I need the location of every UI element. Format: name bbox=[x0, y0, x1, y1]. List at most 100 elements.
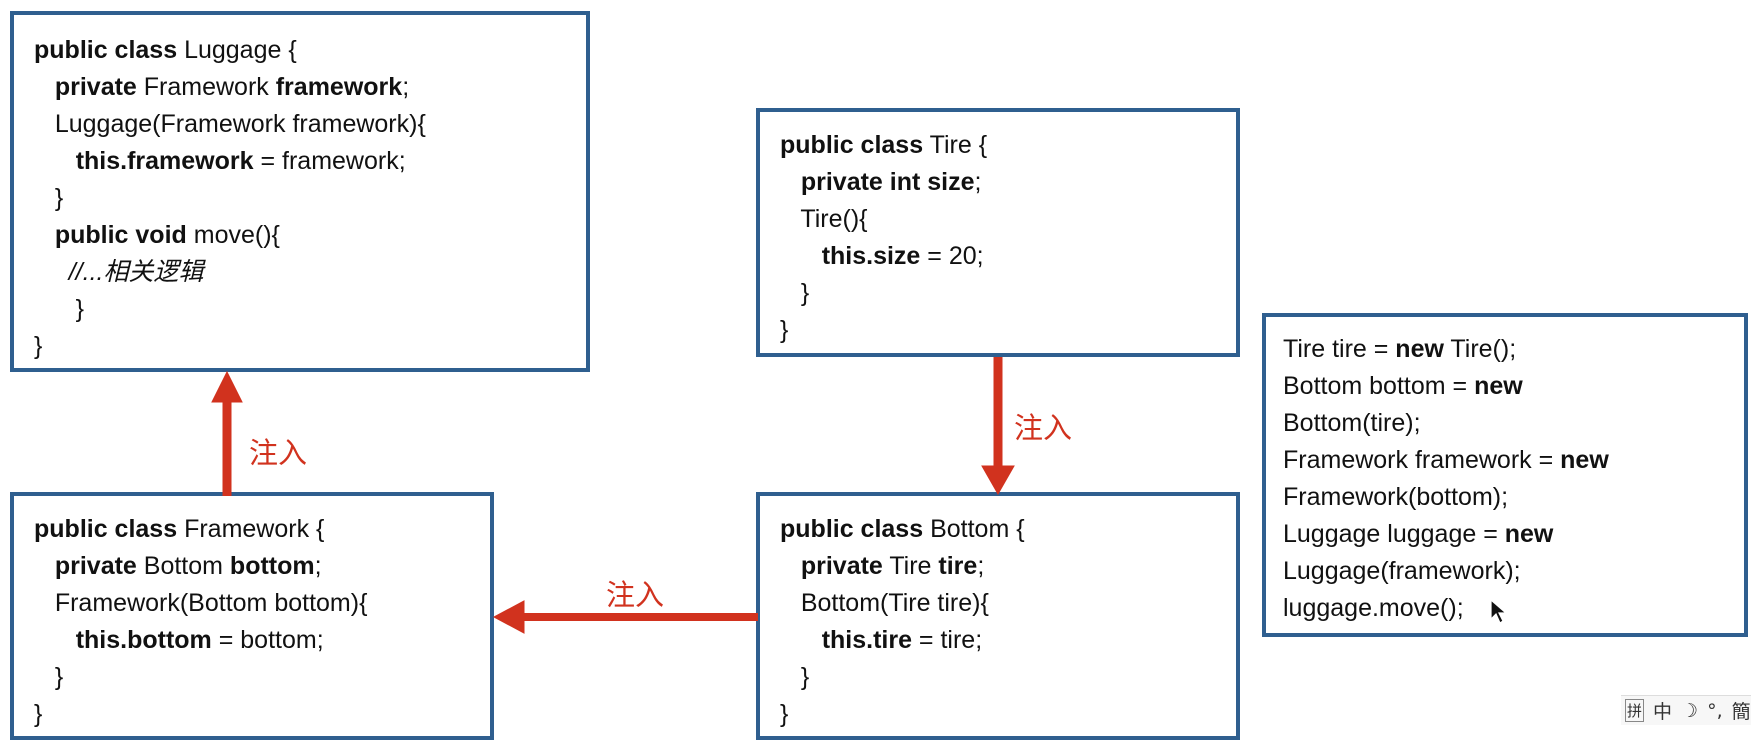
code-keyword: this.size bbox=[821, 242, 921, 270]
ime-moon-icon[interactable]: ☽ bbox=[1681, 699, 1699, 722]
code-text: = framework; bbox=[253, 147, 406, 175]
code-text: Bottom bbox=[136, 552, 230, 580]
main-code: Tire tire = new Tire();Bottom bottom = n… bbox=[1283, 331, 1609, 627]
code-keyword: new bbox=[1504, 520, 1554, 548]
code-text: Framework(Bottom bottom){ bbox=[34, 589, 368, 617]
code-keyword: this.bottom bbox=[75, 626, 212, 654]
code-text: Luggage(framework); bbox=[1283, 557, 1521, 585]
code-keyword: this.tire bbox=[821, 626, 912, 654]
code-line: } bbox=[34, 180, 426, 217]
code-text: Bottom(tire); bbox=[1283, 409, 1421, 437]
code-text: } bbox=[34, 700, 43, 728]
code-text: Bottom { bbox=[923, 515, 1025, 543]
code-keyword: public class bbox=[780, 131, 924, 159]
code-line: this.size = 20; bbox=[780, 238, 987, 275]
bottom-class-code: public class Bottom { private Tire tire;… bbox=[780, 511, 1025, 733]
code-keyword: this.framework bbox=[75, 147, 254, 175]
code-text: Bottom bottom = bbox=[1283, 372, 1475, 400]
code-line: Tire(){ bbox=[780, 201, 987, 238]
code-text: Luggage(Framework framework){ bbox=[34, 110, 426, 138]
code-line: private Tire tire; bbox=[780, 548, 1025, 585]
code-keyword: new bbox=[1395, 335, 1444, 363]
code-line: luggage.move(); bbox=[1283, 590, 1609, 627]
code-line: Framework(bottom); bbox=[1283, 479, 1609, 516]
code-line: Luggage(Framework framework){ bbox=[34, 106, 426, 143]
code-text: } bbox=[34, 332, 43, 360]
arrow-bottom-to-framework-head bbox=[492, 600, 525, 634]
arrow-tire-to-bottom-head bbox=[981, 465, 1015, 496]
code-text: move(){ bbox=[186, 221, 280, 249]
ime-punctuation-icon[interactable]: °, bbox=[1707, 699, 1723, 722]
ime-traditional-icon[interactable]: 簡 bbox=[1731, 701, 1751, 723]
code-comment: //...相关逻辑 bbox=[34, 258, 204, 286]
code-keyword: new bbox=[1560, 446, 1609, 474]
code-line: //...相关逻辑 bbox=[34, 254, 426, 291]
tire-class-code: public class Tire { private int size; Ti… bbox=[780, 127, 987, 349]
code-line: public void move(){ bbox=[34, 217, 426, 254]
bottom-class-box: public class Bottom { private Tire tire;… bbox=[756, 492, 1240, 740]
code-keyword: public class bbox=[780, 515, 924, 543]
code-line: Bottom(Tire tire){ bbox=[780, 585, 1025, 622]
main-code-box: Tire tire = new Tire();Bottom bottom = n… bbox=[1262, 313, 1748, 637]
code-text: } bbox=[780, 316, 789, 344]
code-line: public class Luggage { bbox=[34, 32, 426, 69]
code-keyword: public class bbox=[34, 515, 178, 543]
framework-class-code: public class Framework { private Bottom … bbox=[34, 511, 367, 733]
code-line: Luggage luggage = new bbox=[1283, 516, 1609, 553]
code-keyword: framework bbox=[275, 73, 403, 101]
code-text: Tire(){ bbox=[780, 205, 868, 233]
code-keyword: private bbox=[54, 73, 137, 101]
code-keyword: private bbox=[800, 552, 883, 580]
code-line: Tire tire = new Tire(); bbox=[1283, 331, 1609, 368]
inject-label-down: 注入 bbox=[1014, 411, 1073, 445]
code-line: } bbox=[780, 696, 1025, 733]
code-line: this.bottom = bottom; bbox=[34, 622, 367, 659]
code-text: ; bbox=[974, 168, 982, 196]
code-line: } bbox=[34, 696, 367, 733]
code-line: public class Framework { bbox=[34, 511, 367, 548]
ime-pinyin-icon[interactable]: 拼 bbox=[1625, 699, 1645, 722]
framework-class-box: public class Framework { private Bottom … bbox=[10, 492, 494, 740]
code-line: } bbox=[34, 291, 426, 328]
code-text: } bbox=[34, 295, 85, 323]
code-keyword: private int size bbox=[800, 168, 975, 196]
inject-label-up: 注入 bbox=[249, 436, 308, 470]
code-keyword: public void bbox=[54, 221, 187, 249]
code-text: Tire { bbox=[923, 131, 988, 159]
code-line: private Framework framework; bbox=[34, 69, 426, 106]
code-line: Framework framework = new bbox=[1283, 442, 1609, 479]
code-keyword: private bbox=[54, 552, 137, 580]
code-line: private int size; bbox=[780, 164, 987, 201]
code-text: = 20; bbox=[920, 242, 984, 270]
inject-label-left: 注入 bbox=[606, 578, 665, 612]
ime-toolbar[interactable]: 拼 中 ☽ °, 簡 bbox=[1621, 695, 1751, 725]
code-line: this.tire = tire; bbox=[780, 622, 1025, 659]
code-text: Luggage { bbox=[177, 36, 297, 64]
code-keyword: tire bbox=[938, 552, 978, 580]
code-text: ; bbox=[977, 552, 985, 580]
code-keyword: public class bbox=[34, 36, 178, 64]
code-text: Tire bbox=[882, 552, 939, 580]
tire-class-box: public class Tire { private int size; Ti… bbox=[756, 108, 1240, 357]
code-text: Bottom(Tire tire){ bbox=[780, 589, 989, 617]
code-text: } bbox=[780, 700, 789, 728]
code-line: } bbox=[780, 275, 987, 312]
code-line: Bottom bottom = new bbox=[1283, 368, 1609, 405]
code-text: } bbox=[780, 663, 810, 691]
ime-chinese-mode-icon[interactable]: 中 bbox=[1653, 701, 1673, 723]
code-text: } bbox=[780, 279, 810, 307]
code-text: ; bbox=[402, 73, 410, 101]
code-text: Tire tire = bbox=[1283, 335, 1396, 363]
code-text: = tire; bbox=[911, 626, 983, 654]
code-line: } bbox=[34, 659, 367, 696]
code-text: Framework { bbox=[177, 515, 325, 543]
code-text: luggage.move(); bbox=[1283, 594, 1464, 622]
mouse-cursor-icon bbox=[1490, 599, 1508, 624]
code-line: } bbox=[780, 312, 987, 349]
code-line: } bbox=[780, 659, 1025, 696]
code-text: ; bbox=[314, 552, 322, 580]
code-line: Framework(Bottom bottom){ bbox=[34, 585, 368, 622]
code-line: private Bottom bottom; bbox=[34, 548, 367, 585]
code-line: public class Bottom { bbox=[780, 511, 1025, 548]
